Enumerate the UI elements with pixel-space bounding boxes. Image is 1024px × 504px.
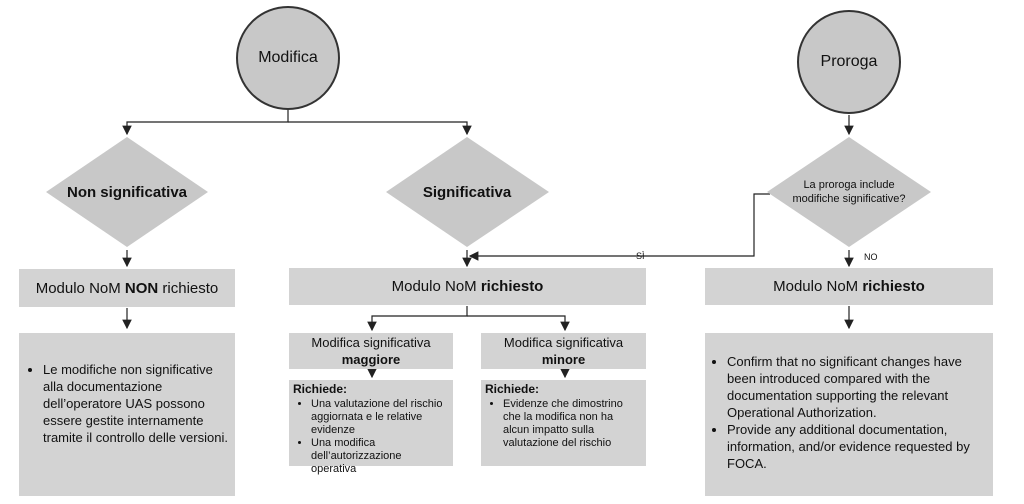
box-minor-requirements: Richiede: Evidenze che dimostrino che la… (481, 380, 646, 466)
major-req-title: Richiede: (293, 382, 348, 396)
right-body-list: Confirm that no significant changes have… (709, 353, 983, 472)
diamond-non-significativa-label: Non significativa (66, 183, 188, 201)
box-modulo-non-richiesto: Modulo NoM NON richiesto (19, 269, 235, 307)
box-mid-bold: richiesto (480, 278, 544, 295)
box-left-body: Le modifiche non significative alla docu… (19, 333, 235, 496)
box-modulo-richiesto-mid: Modulo NoM richiesto (289, 268, 646, 305)
edge-major (367, 306, 468, 332)
minor-line1: Modifica significativa (503, 335, 624, 350)
box-non-bold: NON (124, 279, 159, 297)
minor-req-list: Evidenze che dimostrino che la modifica … (485, 398, 642, 450)
diamond-significativa-label: Significativa (422, 183, 512, 201)
left-body-list: Le modifiche non significative alla docu… (25, 361, 229, 446)
major-line2: maggiore (341, 352, 401, 367)
box-minor: Modifica significativa minore (481, 333, 646, 369)
label-no: NO (864, 252, 878, 262)
start-proroga: Proroga (797, 10, 901, 114)
start-modifica: Modifica (236, 6, 340, 110)
minor-req-title: Richiede: (485, 382, 540, 396)
diamond-question: La proroga include modifiche significati… (784, 174, 914, 210)
left-body-item: Le modifiche non significative alla docu… (43, 361, 229, 446)
major-req-list: Una valutazione del rischio aggiornata e… (293, 398, 449, 476)
box-right-body: Confirm that no significant changes have… (705, 333, 993, 496)
right-body-item: Confirm that no significant changes have… (727, 353, 983, 421)
start-proroga-label: Proroga (820, 53, 878, 70)
box-modulo-richiesto-right: Modulo NoM richiesto (705, 268, 993, 305)
box-non-suffix: richiesto (158, 279, 219, 297)
right-body-item: Provide any additional documentation, in… (727, 421, 983, 472)
diamond-significativa: Significativa (390, 172, 544, 212)
major-req-item: Una modifica dell’autorizzazione operati… (311, 437, 449, 476)
diamond-question-label: La proroga include modifiche significati… (792, 179, 906, 205)
minor-req-item: Evidenze che dimostrino che la modifica … (503, 398, 642, 450)
diamond-significativa-shape (386, 137, 549, 247)
major-line1: Modifica significativa (311, 335, 431, 350)
minor-line2: minore (541, 352, 586, 367)
edge-modifica-non-sig (122, 104, 289, 136)
major-req-item: Una valutazione del rischio aggiornata e… (311, 398, 449, 437)
box-non-prefix: Modulo NoM (35, 279, 125, 297)
start-modifica-label: Modifica (258, 49, 318, 66)
diamond-non-significativa-shape (46, 137, 208, 247)
box-mid-prefix: Modulo NoM (391, 278, 481, 295)
label-yes: SÌ (636, 251, 645, 261)
edge-minor (467, 315, 570, 332)
diamond-non-significativa: Non significativa (50, 172, 204, 212)
diamond-question-shape (767, 137, 931, 247)
box-major-requirements: Richiede: Una valutazione del rischio ag… (289, 380, 453, 475)
box-major: Modifica significativa maggiore (289, 333, 453, 369)
edge-modifica-sig (288, 121, 472, 136)
box-right-bold: richiesto (862, 278, 925, 295)
box-right-prefix: Modulo NoM (773, 278, 863, 295)
edge-yes (468, 193, 770, 261)
